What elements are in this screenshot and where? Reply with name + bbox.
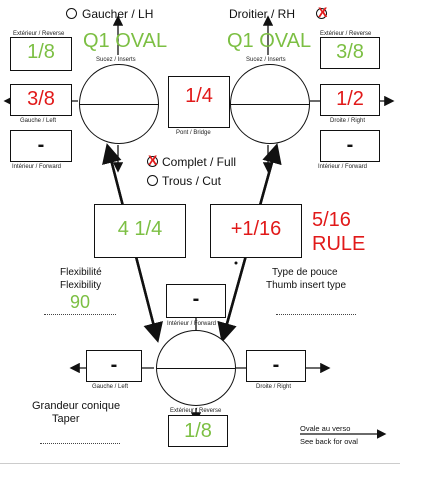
thumb-right-box[interactable]: - xyxy=(246,350,306,382)
right-finger-hole xyxy=(230,64,310,144)
oval-back-en: See back for oval xyxy=(300,437,358,446)
span-left-value: 4 1/4 xyxy=(117,218,163,240)
right-interior-box[interactable]: - xyxy=(320,130,380,162)
bridge-value: 1/4 xyxy=(185,85,213,107)
left-oval-label: Q1 OVAL xyxy=(83,30,168,52)
left-side-label: Gauche / Left xyxy=(20,118,57,124)
thumb-interior-box[interactable]: - xyxy=(166,284,226,318)
bottom-divider xyxy=(0,463,400,464)
left-side-box[interactable]: 3/8 xyxy=(10,84,72,116)
thumb-underline xyxy=(276,314,356,315)
thumb-interior-label: Intérieur / Forward xyxy=(167,321,217,327)
thumb-hole xyxy=(156,330,236,406)
right-hand-label: Droitier / RH xyxy=(229,7,296,21)
thumb-left-value: - xyxy=(110,354,118,376)
span-left-box[interactable]: 4 1/4 xyxy=(94,204,186,258)
left-finger-hole xyxy=(79,64,159,144)
thumb-exterior-label: Extérieur / Reverse xyxy=(170,408,222,414)
left-side-value: 3/8 xyxy=(27,88,55,110)
right-side-label: Droite / Right xyxy=(330,118,366,124)
right-hand-radio[interactable] xyxy=(316,8,327,19)
taper-underline xyxy=(40,443,120,444)
left-hand-radio[interactable] xyxy=(66,8,77,19)
span-right-box[interactable]: +1/16 xyxy=(210,204,302,258)
holes-radio[interactable] xyxy=(147,175,158,186)
left-inserts-label: Sucez / Inserts xyxy=(96,57,136,63)
right-hand-check-mark: X xyxy=(318,4,328,20)
thumb-right-value: - xyxy=(272,354,280,376)
thumb-left-label: Gauche / Left xyxy=(92,384,129,390)
left-interior-box[interactable]: - xyxy=(10,130,72,162)
complete-label: Complet / Full xyxy=(162,155,237,169)
complete-check-mark: X xyxy=(148,152,158,168)
thumb-exterior-value: 1/8 xyxy=(184,420,212,442)
bridge-box[interactable]: 1/4 xyxy=(168,76,230,128)
thumb-label-en: Thumb insert type xyxy=(266,280,347,291)
taper-label-fr: Grandeur conique xyxy=(32,400,121,412)
bridge-label: Pont / Bridge xyxy=(176,130,211,136)
left-exterior-box[interactable]: 1/8 xyxy=(10,37,72,71)
right-exterior-label: Extérieur / Reverse xyxy=(320,31,372,37)
right-side-box[interactable]: 1/2 xyxy=(320,84,380,116)
left-exterior-value: 1/8 xyxy=(27,41,55,63)
thumb-right-label: Droite / Right xyxy=(256,384,292,390)
rule-note: 5/16 RULE xyxy=(312,209,366,255)
flex-label-en: Flexibility xyxy=(60,280,102,291)
right-exterior-box[interactable]: 3/8 xyxy=(320,37,380,69)
oval-back-fr: Ovale au verso xyxy=(300,424,351,433)
right-interior-label: Intérieur / Forward xyxy=(318,164,368,170)
thumb-exterior-box[interactable]: 1/8 xyxy=(168,415,228,447)
thumb-label-fr: Type de pouce xyxy=(272,267,338,278)
complete-radio[interactable] xyxy=(147,156,158,167)
left-exterior-label: Extérieur / Reverse xyxy=(13,31,65,37)
flex-underline xyxy=(44,314,116,315)
left-interior-label: Intérieur / Forward xyxy=(12,164,62,170)
thumb-left-box[interactable]: - xyxy=(86,350,142,382)
right-exterior-value: 3/8 xyxy=(336,41,364,63)
left-hand-label: Gaucher / LH xyxy=(82,7,154,21)
right-interior-value: - xyxy=(346,134,354,156)
span-right-value: +1/16 xyxy=(230,218,282,240)
taper-label-en: Taper xyxy=(52,413,80,425)
flex-label-fr: Flexibilité xyxy=(60,267,102,278)
holes-label: Trous / Cut xyxy=(162,174,221,188)
thumb-interior-value: - xyxy=(192,288,200,310)
left-interior-value: - xyxy=(37,134,45,156)
flex-value[interactable]: 90 xyxy=(70,292,91,312)
right-side-value: 1/2 xyxy=(336,88,364,110)
right-oval-label: Q1 OVAL xyxy=(227,30,312,52)
right-inserts-label: Sucez / Inserts xyxy=(246,57,286,63)
